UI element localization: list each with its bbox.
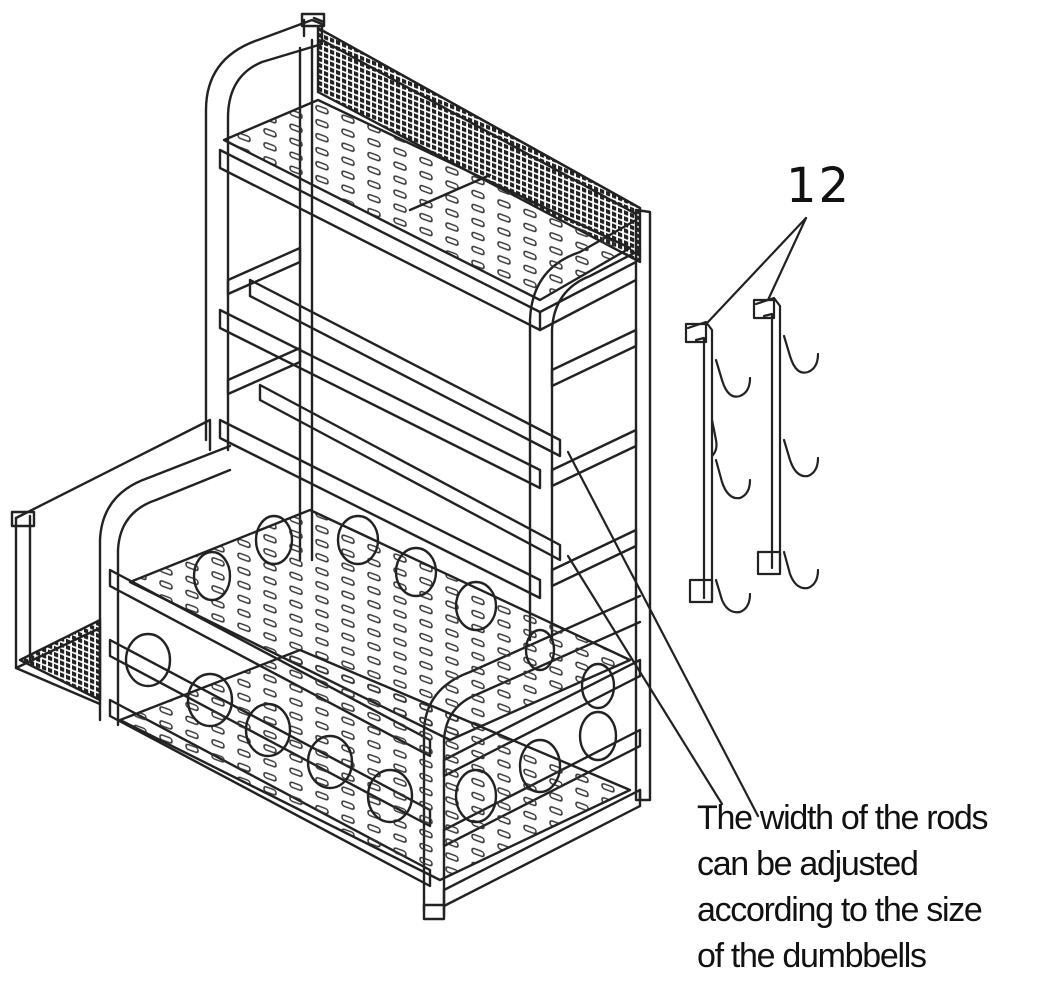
hook-rails: [684, 296, 820, 614]
part-number-label: 12: [786, 158, 852, 214]
caption-line: The width of the rods: [697, 799, 989, 837]
rod-width-caption: The width of the rods can be adjusted ac…: [697, 795, 1059, 979]
leader-line-rod-upper: [566, 450, 760, 818]
hook-rail-left: [684, 320, 752, 614]
caption-line: according to the size: [697, 891, 983, 929]
caption-line: can be adjusted: [697, 845, 919, 883]
hook-rail-right: [752, 296, 820, 590]
leader-lines: [566, 216, 808, 818]
leader-line-12-left: [706, 216, 808, 324]
caption-line: of the dumbbells: [697, 937, 927, 975]
leader-line-12-right: [766, 216, 808, 302]
dumbbell-rack: [10, 12, 652, 921]
leader-line-rod-lower: [566, 554, 724, 806]
